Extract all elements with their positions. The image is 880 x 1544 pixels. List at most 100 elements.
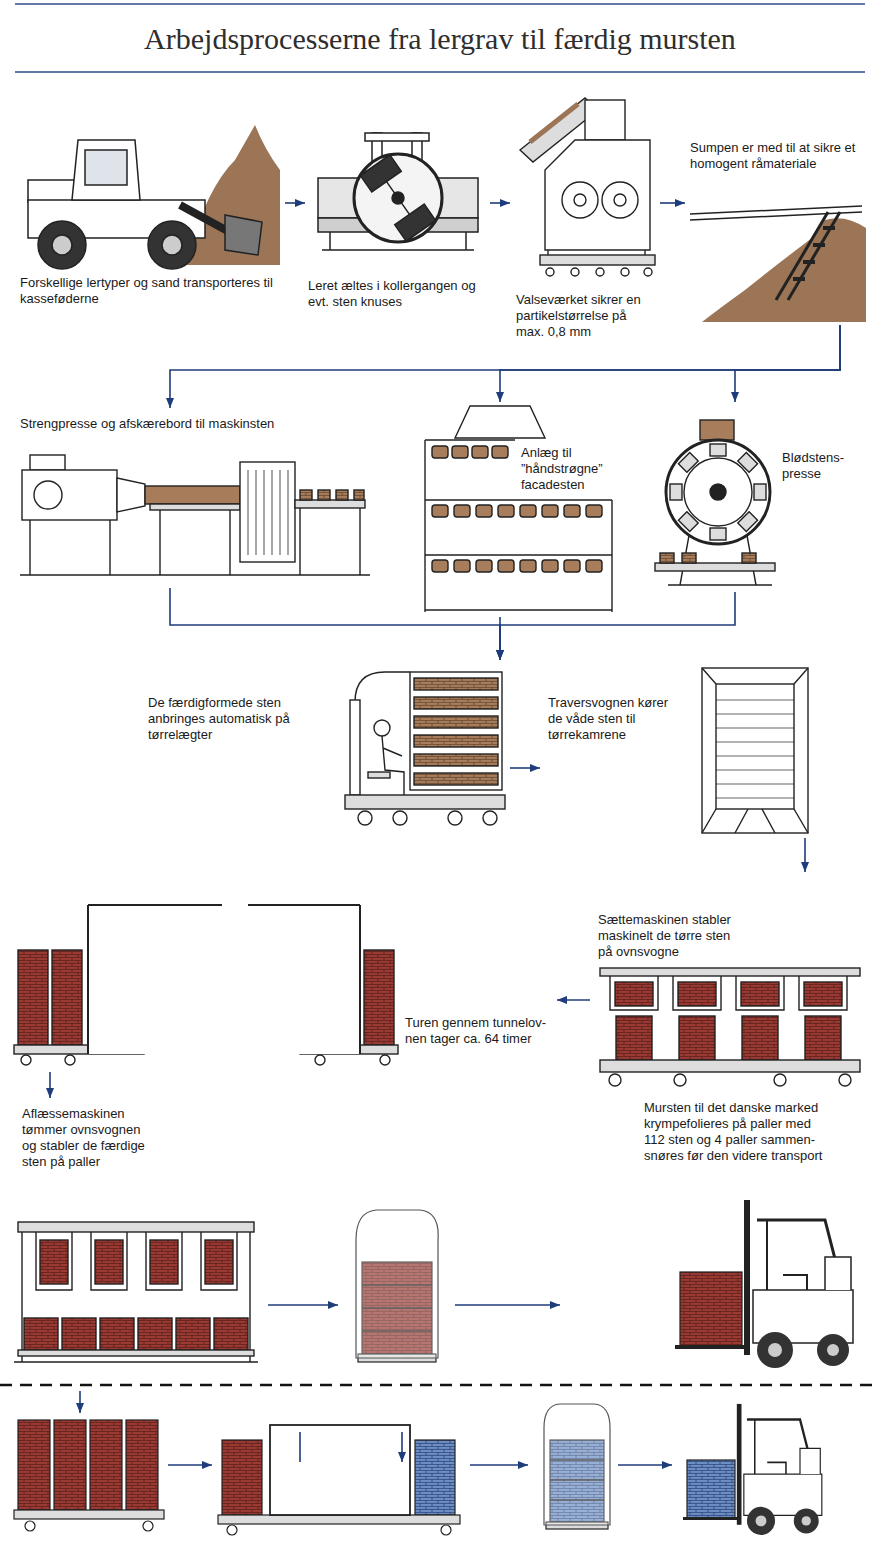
extrusion-press bbox=[22, 470, 117, 520]
setting-machine bbox=[674, 1074, 686, 1086]
setting-machine bbox=[804, 982, 842, 1006]
pan-mill bbox=[360, 155, 401, 192]
forklift bbox=[680, 1272, 742, 1346]
drying-chamber bbox=[716, 684, 794, 809]
step-caption: Strengpresse og afskærebord til maskinst… bbox=[20, 416, 365, 432]
soft-mud-press bbox=[678, 512, 698, 532]
hand-moulding-plant bbox=[520, 560, 536, 572]
step-caption: De færdigformede sten anbringes automati… bbox=[148, 695, 298, 743]
unloading-machine bbox=[176, 1318, 210, 1350]
tunnel-kiln bbox=[315, 1055, 325, 1065]
step-caption: Sumpen er med til at sikre et homogent r… bbox=[690, 140, 865, 172]
step-caption: Sættemaskinen stabler maskinelt de tørre… bbox=[598, 912, 748, 960]
wrapped-pallet bbox=[356, 1210, 438, 1358]
process-step: Anlæg til ”håndstrøgne” facadesten bbox=[415, 402, 617, 617]
wheel-loader bbox=[148, 221, 196, 269]
unloading-machine bbox=[150, 1240, 178, 1284]
dashed-divider bbox=[0, 1384, 880, 1387]
flow-arrow bbox=[168, 1464, 212, 1466]
transfer-carriage bbox=[414, 773, 498, 785]
flow-arrow bbox=[470, 1464, 528, 1466]
process-step: Mursten til det danske marked krympefoli… bbox=[640, 1098, 875, 1372]
wrapped-pallet bbox=[544, 1404, 610, 1529]
hand-moulding-plant bbox=[564, 505, 580, 517]
transfer-carriage bbox=[350, 700, 360, 795]
roller-mill bbox=[562, 182, 598, 218]
hand-moulding-plant bbox=[492, 446, 508, 458]
hand-moulding-plant bbox=[476, 560, 492, 572]
transfer-carriage bbox=[410, 672, 502, 790]
wheel-loader bbox=[28, 180, 78, 202]
hand-moulding-plant bbox=[432, 446, 448, 458]
setting-machine bbox=[742, 1016, 778, 1060]
hand-moulding-plant bbox=[542, 505, 558, 517]
flow-arrow bbox=[455, 1304, 560, 1306]
setting-machine bbox=[741, 982, 779, 1006]
step-caption: Leret æltes i kollergangen og evt. sten … bbox=[308, 278, 476, 310]
extrusion-press bbox=[318, 490, 330, 500]
tunnel-kiln bbox=[250, 905, 360, 1054]
transfer-carriage bbox=[483, 811, 497, 825]
soft-mud-press bbox=[742, 553, 756, 563]
unloading-machine bbox=[62, 1318, 96, 1350]
kiln-small bbox=[218, 1425, 460, 1535]
extrusion-press bbox=[300, 490, 312, 500]
pan-mill bbox=[387, 182, 410, 215]
step-caption: Turen gennem tunnelov- nen tager ca. 64 … bbox=[405, 1015, 555, 1047]
step-caption: Valseværket sikrer en partikelstørrelse … bbox=[516, 292, 658, 340]
roller-mill bbox=[540, 255, 655, 265]
tunnel-kiln bbox=[88, 905, 220, 1054]
drying-chamber bbox=[702, 668, 808, 833]
process-step: Forskellige lertyper og sand transporter… bbox=[15, 115, 285, 315]
roller-mill bbox=[545, 140, 650, 250]
extrusion-press bbox=[248, 470, 288, 555]
unloading-machine bbox=[36, 1232, 72, 1290]
kiln-car bbox=[14, 1420, 164, 1531]
kiln-small bbox=[218, 1515, 460, 1524]
flow-arrow bbox=[285, 202, 305, 204]
extrusion-press bbox=[354, 490, 364, 500]
setting-machine bbox=[679, 1016, 715, 1060]
unloading-machine bbox=[14, 1222, 258, 1362]
kiln-small bbox=[441, 1525, 451, 1535]
pan-mill bbox=[354, 154, 442, 242]
transfer-carriage bbox=[414, 754, 498, 766]
soft-mud-press bbox=[655, 563, 775, 571]
hand-moulding-plant bbox=[586, 560, 602, 572]
flow-arrow bbox=[660, 202, 685, 204]
unloading-machine bbox=[14, 1232, 258, 1362]
clay-sump bbox=[793, 228, 835, 279]
step-caption: Anlæg til ”håndstrøgne” facadesten bbox=[521, 445, 615, 493]
kiln-car bbox=[14, 1510, 164, 1519]
soft-mud-press bbox=[710, 444, 726, 456]
tunnel-kiln bbox=[18, 950, 48, 1045]
roller-mill bbox=[571, 268, 579, 276]
transfer-carriage bbox=[414, 735, 498, 747]
extrusion-press bbox=[150, 504, 240, 510]
wrapped-pallet bbox=[544, 1404, 610, 1525]
transfer-carriage bbox=[345, 672, 505, 825]
flow-arrow bbox=[735, 325, 840, 402]
transfer-carriage bbox=[382, 736, 404, 795]
process-step: Blødstens- presse bbox=[650, 402, 865, 592]
wheel-loader bbox=[225, 215, 262, 255]
forklift bbox=[683, 1404, 822, 1535]
extrusion-press bbox=[336, 490, 348, 500]
kiln-small bbox=[222, 1440, 262, 1515]
clay-sump bbox=[776, 212, 828, 300]
kiln-car bbox=[54, 1420, 86, 1510]
soft-mud-press bbox=[666, 440, 770, 544]
soft-mud-press bbox=[660, 553, 674, 563]
setting-machine bbox=[600, 968, 860, 976]
hand-moulding-plant bbox=[454, 505, 470, 517]
flow-arrow bbox=[557, 999, 590, 1001]
title-rule bbox=[15, 3, 865, 5]
transfer-carriage bbox=[414, 716, 498, 728]
roller-mill bbox=[546, 268, 554, 276]
unloading-machine bbox=[138, 1318, 172, 1350]
clay-sump bbox=[702, 218, 866, 322]
roller-mill bbox=[602, 182, 638, 218]
process-step: Strengpresse og afskærebord til maskinst… bbox=[12, 408, 372, 588]
roller-mill bbox=[614, 194, 626, 206]
